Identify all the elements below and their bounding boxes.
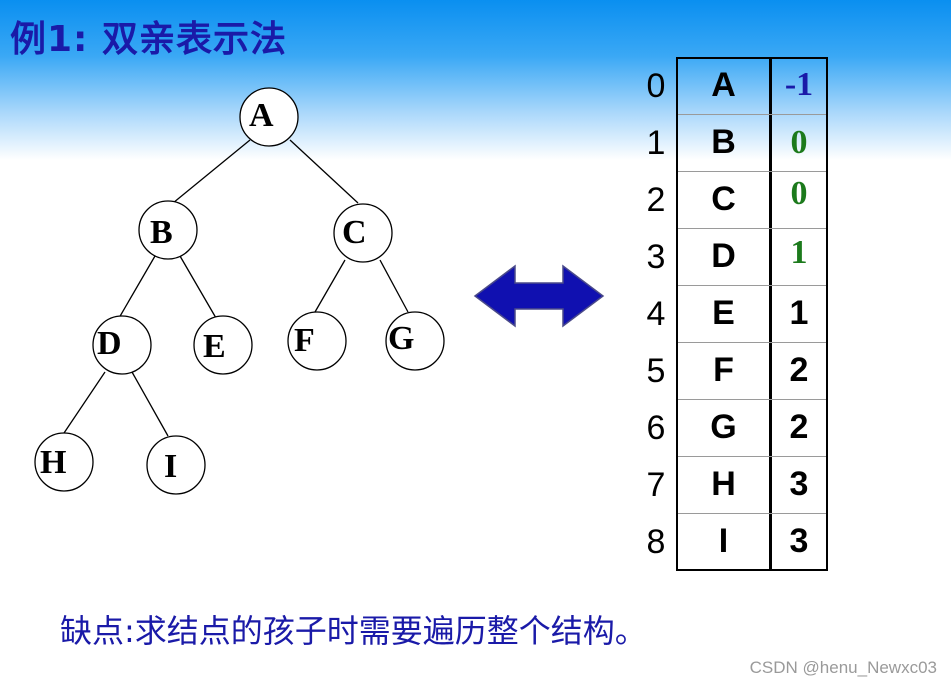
table-row-divider	[678, 171, 826, 172]
cell-parent: 1	[790, 234, 808, 271]
cell-data: I	[718, 522, 729, 560]
row-index-2: 2	[646, 181, 666, 219]
edge-b-e	[179, 255, 217, 319]
drawback-note: 缺点:求结点的孩子时需要遍历整个结构。	[60, 612, 647, 650]
row-index-4: 4	[646, 295, 666, 333]
table-column-divider	[769, 57, 772, 571]
cell-data: E	[712, 294, 735, 332]
node-label-h: H	[40, 444, 66, 481]
cell-parent: 0	[790, 124, 808, 161]
edge-d-h	[61, 371, 106, 437]
cell-data: C	[711, 180, 736, 218]
edge-d-i	[131, 371, 169, 437]
table-row-divider	[678, 114, 826, 115]
cell-data: D	[711, 237, 736, 275]
cell-parent: -1	[784, 66, 814, 103]
node-label-i: I	[164, 448, 177, 485]
parent-table	[676, 57, 828, 571]
row-index-8: 8	[646, 523, 666, 561]
tree-node-e	[193, 315, 253, 375]
row-index-0: 0	[646, 67, 666, 105]
tree-node-b	[138, 200, 198, 260]
cell-data: G	[710, 408, 737, 446]
cell-data: H	[711, 465, 736, 503]
table-row-divider	[678, 456, 826, 457]
tree-node-f	[287, 311, 347, 371]
row-index-5: 5	[646, 352, 666, 390]
node-label-g: G	[388, 320, 414, 357]
cell-parent: 3	[789, 522, 809, 560]
tree-node-c	[333, 203, 393, 263]
table-row-divider	[678, 285, 826, 286]
cell-parent: 3	[789, 465, 809, 503]
node-label-e: E	[203, 328, 226, 365]
row-index-7: 7	[646, 466, 666, 504]
node-label-a: A	[249, 97, 274, 134]
row-index-1: 1	[646, 124, 666, 162]
node-label-f: F	[294, 322, 315, 359]
edge-c-g	[379, 259, 409, 313]
node-label-c: C	[342, 214, 367, 251]
edge-a-b	[172, 139, 251, 204]
tree-node-d	[92, 315, 152, 375]
edge-c-f	[314, 259, 346, 313]
node-label-d: D	[97, 325, 122, 362]
node-label-b: B	[150, 214, 173, 251]
cell-data: A	[711, 66, 736, 104]
watermark: CSDN @henu_Newxc03	[749, 658, 937, 677]
edge-b-d	[118, 255, 156, 319]
cell-parent: 2	[789, 408, 809, 446]
double-headed-arrow-icon	[473, 264, 605, 328]
tree-node-i	[146, 435, 206, 495]
table-row-divider	[678, 399, 826, 400]
row-index-3: 3	[646, 238, 666, 276]
row-index-6: 6	[646, 409, 666, 447]
cell-parent: 0	[790, 175, 808, 212]
table-row-divider	[678, 342, 826, 343]
cell-parent: 2	[789, 351, 809, 389]
title-background	[0, 0, 951, 160]
edge-a-c	[289, 139, 359, 204]
table-row-divider	[678, 513, 826, 514]
tree-node-h	[34, 432, 94, 492]
cell-parent: 1	[789, 294, 809, 332]
tree-node-g	[385, 311, 445, 371]
cell-data: B	[711, 123, 736, 161]
slide-title: 例1: 双亲表示法	[10, 19, 287, 60]
table-row-divider	[678, 228, 826, 229]
tree-edges	[61, 139, 409, 437]
cell-data: F	[713, 351, 734, 389]
tree-node-a	[239, 87, 299, 147]
